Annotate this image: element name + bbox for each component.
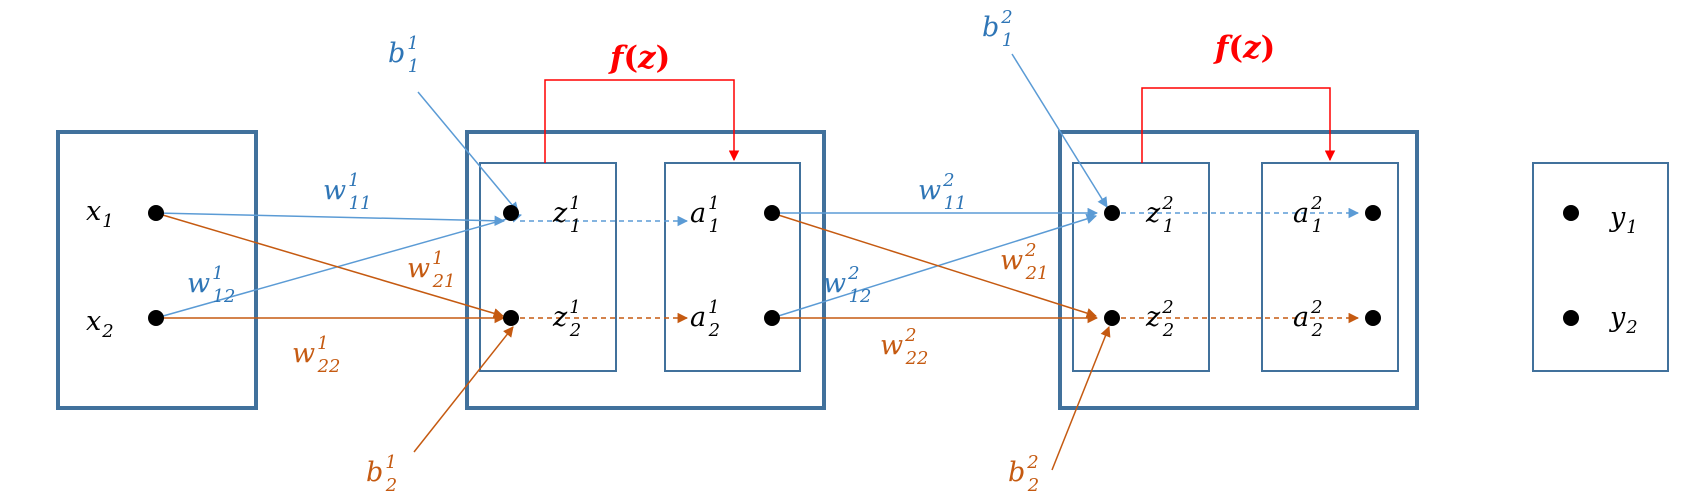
layer2-z-box	[1072, 162, 1210, 372]
bias-arrow-b1-2	[413, 326, 514, 453]
activation-label-1: f(z)	[608, 40, 670, 76]
node-z1-l2	[1104, 205, 1120, 221]
activation-label-2: f(z)	[1213, 30, 1275, 66]
label-y2: y2	[1609, 302, 1638, 338]
node-a1-l2	[1365, 205, 1381, 221]
edge-a1-z2-l2	[771, 212, 1098, 319]
node-y2	[1563, 310, 1579, 326]
node-z2-l2	[1104, 310, 1120, 326]
label-y1: y1	[1609, 202, 1638, 238]
node-a1-l1	[764, 205, 780, 221]
node-x1	[148, 205, 164, 221]
layer1-a-box	[664, 162, 801, 372]
hidden-layer-1-box	[465, 130, 826, 410]
node-z1-l1	[503, 205, 519, 221]
label-x2: x2	[86, 306, 114, 342]
edge-x1-z1	[155, 212, 506, 227]
edge-a2-z1-l2	[771, 213, 1098, 319]
input-layer-box	[56, 130, 258, 410]
node-a2-l2	[1365, 310, 1381, 326]
edge-x1-z2	[155, 212, 505, 319]
hidden-layer-2-box	[1058, 130, 1419, 410]
layer1-z-box	[479, 162, 617, 372]
bias-arrow-b2-2	[1051, 326, 1111, 471]
label-x1: x1	[86, 196, 114, 232]
node-a2-l1	[764, 310, 780, 326]
activation-bracket-2	[1141, 87, 1336, 163]
bias-arrow-b1-1	[417, 91, 519, 213]
layer2-a-box	[1261, 162, 1399, 372]
activation-bracket-1	[544, 79, 740, 163]
output-layer-box	[1532, 162, 1669, 372]
node-y1	[1563, 205, 1579, 221]
bias-arrow-b2-1	[1011, 53, 1108, 208]
node-z2-l1	[503, 310, 519, 326]
node-x2	[148, 310, 164, 326]
